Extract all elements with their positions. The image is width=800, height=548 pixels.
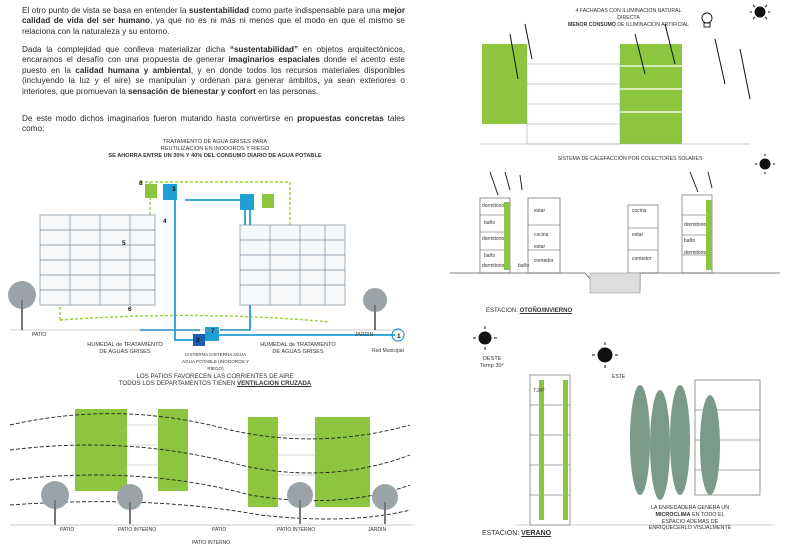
room-label: dormitorio [482,203,505,209]
room-label: baño [518,263,530,269]
este-label: ESTE [612,374,626,380]
heating-diagram [450,154,780,294]
left-building [39,214,156,306]
room-label: estar [534,208,546,214]
ventilation-diagram [9,409,415,526]
room-label: dormitorio [482,263,505,269]
intro-paragraph-2: Dada la complejidad que conlleva materia… [22,45,405,96]
intro-paragraph-1: El otro punto de vista se basa en entend… [22,6,405,36]
vent-label-patio-interno-2: PATIO INTERNO [277,527,316,533]
vent-label-jardin: JARDIN [368,527,387,533]
microclima-note: LA ENREDADERA GENERA UN MICROCLIMA EN TO… [648,505,732,532]
red-municipal-label: Red Municipal [372,348,404,354]
facades-title: 4 FACHADAS CON ILUMINACION NATURAL DIREC… [568,8,689,28]
label-3: 3 [172,186,176,193]
room-label: dormitorio [684,250,707,256]
cisterna-label: CISTERNA CISTERNA AGUA AGUA POTABLE (INO… [182,352,249,371]
jardin-label: JARDIN [355,332,374,338]
tree-icon [41,481,398,525]
room-label: estar [632,232,644,238]
station-summer: ESTACION: VERANO [482,530,552,537]
label-4: 4 [163,218,167,225]
label-8: 8 [139,180,143,187]
summer-diagram [473,326,775,526]
vent-label-patio-interno: PATIO INTERNO [118,527,157,533]
label-5: 5 [122,240,126,247]
room-label: cocina [534,232,549,238]
label-1: 1 [397,333,401,340]
vent-label-patio: PATIO [60,527,75,533]
vent-label-patio-interno-3: PATIO INTERNO [192,540,231,546]
room-label: comedor [534,258,554,264]
sun-icon [755,154,775,174]
sun-icon [750,4,770,20]
room-label: estar [534,244,546,250]
ventilation-title: LOS PATIOS FAVORECEN LAS CORRIENTES DE A… [118,373,312,387]
water-title: TRATAMIENTO DE AGUA GRISES PARA REUTILIZ… [108,139,322,159]
water-treatment-diagram [8,181,405,346]
lightbulb-icon [701,12,713,28]
room-label: baño [484,253,496,259]
oeste-label: OESTE Temp 30° [480,356,504,369]
right-building [239,224,346,306]
room-label: cocina [632,208,647,214]
room-label: comedor [632,256,652,262]
room-label: baño [684,238,696,244]
room-label: dormitorio [482,236,505,242]
dimension-label: 7.24° [533,388,545,394]
tree-icon [8,281,387,330]
station-autumn: ESTACION: OTOÑO/INVIERNO [486,308,573,314]
patio-label: PATIO [32,332,47,338]
label-2: 2 [196,337,200,344]
tree-icon [630,385,720,500]
heating-title: SISTEMA DE CALEFACCION POR COLECTORES SO… [557,156,703,162]
room-label: dormitorio [684,222,707,228]
label-7: 7 [211,328,215,335]
room-label: baño [484,220,496,226]
vent-label-patio-2: PATIO [212,527,227,533]
intro-paragraph-3: De este modo dichos imaginarios fueron m… [22,114,405,134]
humedal-left: HUMEDAL de TRATAMIENTO DE AGUAS GRISES [87,342,163,355]
facades-diagram [480,4,770,145]
sun-icon [473,326,618,368]
label-6: 6 [128,306,132,313]
humedal-right: HUMEDAL de TRATAMIENTO DE AGUAS GRISES [260,342,336,355]
